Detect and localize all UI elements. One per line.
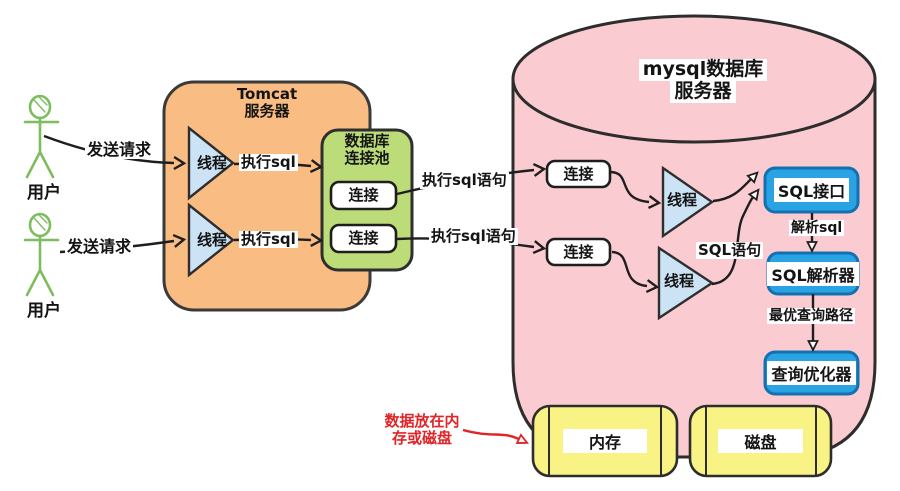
pool-conn2-label: 连接 [348, 229, 379, 247]
pool-title: 数据库 连接池 [322, 132, 412, 168]
arrow-note-memory [462, 428, 529, 445]
mysql-conn1-label: 连接 [563, 165, 594, 183]
tomcat-thread1-triangle [187, 125, 235, 201]
arrow-thread2-sqlinterface [711, 188, 760, 286]
pool-conn1-label: 连接 [348, 186, 379, 204]
pool-title-line2: 连接池 [344, 149, 390, 168]
sql-statement-label: SQL语句 [696, 241, 764, 260]
tomcat-title: Tomcat 服务器 [217, 85, 317, 121]
disk-label: 磁盘 [718, 429, 803, 453]
exec-sql-stmt-label-2: 执行sql语句 [429, 227, 518, 246]
mysql-conn2-label: 连接 [563, 243, 594, 261]
sql-interface-label: SQL接口 [773, 178, 850, 202]
optimal-query-path-label: 最优查询路径 [767, 308, 855, 325]
user2-label: 用户 [27, 301, 61, 321]
memory-label: 内存 [562, 429, 647, 453]
user2-figure [23, 212, 60, 297]
arrow-thread1-sqlinterface [712, 171, 759, 203]
pool-conn1-box [329, 180, 398, 211]
mysql-title-line1: mysql数据库 [638, 58, 768, 81]
exec-sql-label-1: 执行sql [239, 153, 298, 172]
query-optimizer: 查询优化器 [765, 352, 858, 394]
exec-sql-stmt-label-1: 执行sql语句 [420, 171, 509, 190]
tomcat-title-line1: Tomcat [236, 85, 298, 103]
arrow-conn2-thread2 [611, 250, 660, 294]
note-line2: 存或磁盘 [391, 429, 452, 448]
user1-figure [23, 94, 60, 179]
tomcat-title-line2: 服务器 [244, 102, 290, 121]
disk-label-wrap: 磁盘 [690, 406, 831, 476]
memory-label-wrap: 内存 [533, 406, 677, 476]
pool-conn2-box [329, 223, 398, 254]
note-data-location: 数据放在内 存或磁盘 [374, 412, 470, 448]
query-optimizer-label: 查询优化器 [767, 361, 856, 385]
tomcat-thread2-triangle [187, 202, 235, 278]
exec-sql-label-2: 执行sql [239, 230, 298, 249]
mysql-thread2-label: 线程 [664, 272, 695, 290]
sql-parser: SQL解析器 [767, 253, 859, 294]
mysql-title: mysql数据库 服务器 [613, 58, 793, 103]
sql-parser-label: SQL解析器 [767, 261, 859, 286]
arrow-conn1-thread1 [610, 170, 662, 210]
tomcat-thread1-label: 线程 [197, 154, 228, 172]
send-request-label-1: 发送请求 [85, 140, 154, 160]
note-line1: 数据放在内 [384, 412, 460, 430]
sql-interface: SQL接口 [765, 168, 858, 212]
mysql-thread1-label: 线程 [667, 191, 698, 209]
mysql-title-line2: 服务器 [670, 80, 736, 103]
parse-sql-label: 解析sql [789, 220, 845, 237]
user1-label: 用户 [27, 183, 61, 203]
mysql-conn2-box [545, 237, 612, 267]
tomcat-thread2-label: 线程 [197, 231, 228, 249]
send-request-label-2: 发送请求 [65, 237, 134, 257]
pool-title-line1: 数据库 [344, 132, 390, 150]
mysql-conn1-box [545, 159, 612, 189]
mysql-thread1-triangle [661, 165, 715, 239]
